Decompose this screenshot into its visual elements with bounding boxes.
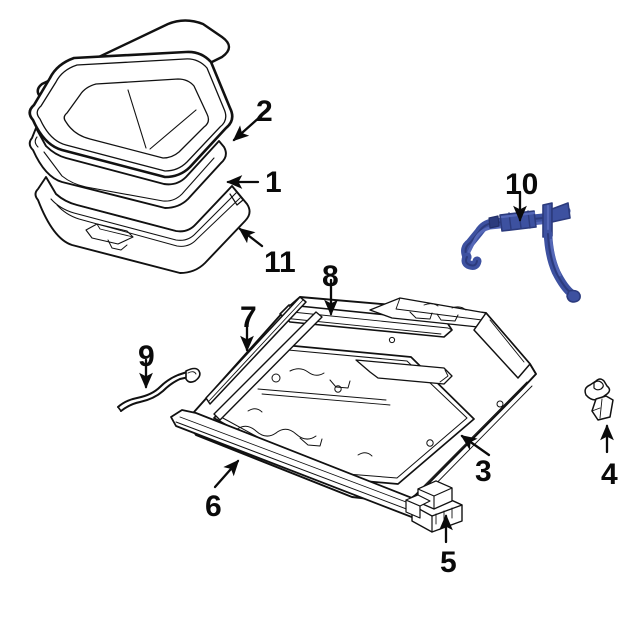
part-2-glass-panel (28, 50, 234, 179)
callout-label-10: 10 (505, 168, 539, 201)
callout-label-9: 9 (138, 340, 155, 373)
callout-label-1: 1 (265, 166, 282, 199)
part-4-guide-pin-bushing (584, 378, 614, 421)
callout-label-6: 6 (205, 490, 222, 523)
part-6-sunshade-panel (170, 409, 446, 523)
part-9-drain-hose (117, 367, 201, 412)
part-11-glass-frame-tray (34, 176, 251, 274)
part-10-drain-tube-assembly (461, 202, 581, 303)
callout-label-8: 8 (322, 260, 339, 293)
part-1-glass-seal (28, 127, 227, 209)
callout-label-5: 5 (440, 546, 457, 579)
leader-11 (238, 227, 264, 248)
leader-2 (232, 114, 263, 142)
leader-3 (460, 434, 491, 457)
callout-label-4: 4 (601, 458, 618, 491)
callout-label-7: 7 (240, 301, 257, 334)
callout-leaders (139, 114, 614, 544)
callout-label-2: 2 (256, 95, 273, 128)
callout-label-11: 11 (264, 246, 296, 279)
leader-6 (213, 459, 240, 489)
callout-label-3: 3 (475, 455, 492, 488)
